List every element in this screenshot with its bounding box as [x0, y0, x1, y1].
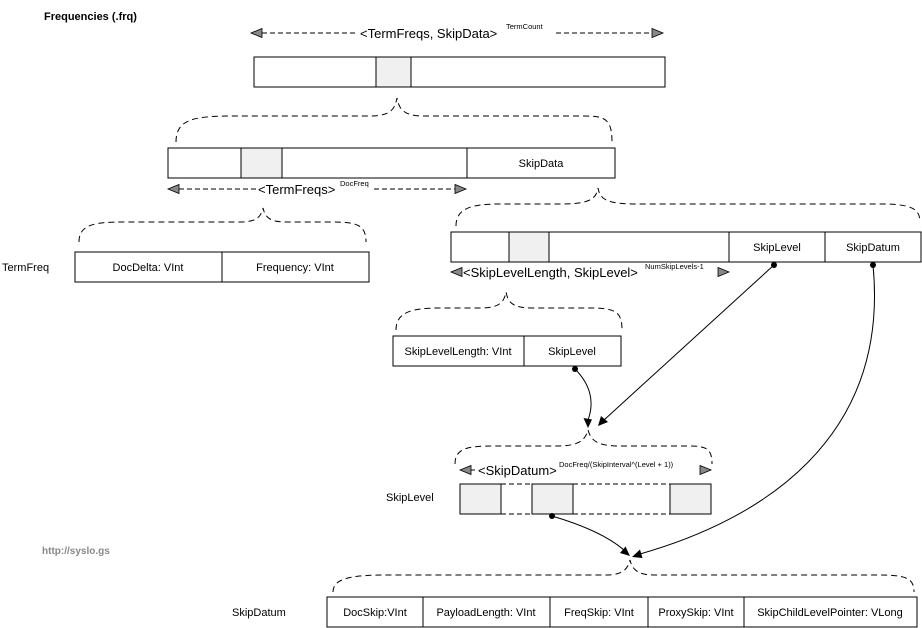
expand-brace-termfreq [78, 207, 367, 243]
frequency-field: Frequency: VInt [256, 262, 334, 274]
skipdatum-block-2 [531, 483, 574, 515]
termfreqs-dimension-label: <TermFreqs> [258, 182, 335, 197]
skipdatum-cell-label: SkipDatum [846, 242, 900, 254]
source-url: http://syslo.gs [42, 546, 110, 557]
arrow-right-icon [717, 266, 731, 278]
arrow-left-icon [249, 27, 263, 39]
arrow-down-icon [620, 546, 630, 556]
termfreqs-dimension-superscript: DocFreq [340, 179, 369, 188]
arrow-left-icon [458, 464, 472, 476]
arrow-right-icon [699, 464, 713, 476]
expand-brace-skiplevel-struct [395, 291, 623, 331]
skipdatum-dimension: <SkipDatum> DocFreq/(SkipInterval^(Level… [458, 460, 713, 478]
arrow-down-icon [632, 549, 643, 558]
skiplevel-connectors [572, 262, 777, 428]
termfreq-row-label: TermFreq [2, 262, 49, 274]
freqskip-field: FreqSkip: VInt [564, 607, 634, 619]
connector-skiplevel-struct [574, 368, 592, 421]
expand-brace-skipdata [455, 187, 921, 227]
skiplevel-record [459, 483, 712, 515]
expand-brace-skiplevel [454, 428, 713, 465]
skipdatum-dimension-label: <SkipDatum> [478, 463, 557, 478]
skipdatum-dimension-superscript: DocFreq/(SkipInterval^(Level + 1)) [559, 460, 674, 469]
skiplevel-struct-record: SkipLevelLength: VInt SkipLevel [392, 335, 622, 367]
diagram-title: Frequencies (.frq) [44, 11, 137, 23]
top-dimension-superscript: TermCount [506, 22, 544, 31]
proxyskip-field: ProxySkip: VInt [658, 607, 733, 619]
skiplevel-field: SkipLevel [548, 346, 596, 358]
skipdatum-record: DocSkip:VInt PayloadLength: VInt FreqSki… [326, 596, 918, 628]
skiplevellength-dimension-label: <SkipLevelLength, SkipLevel> [463, 265, 638, 280]
term-record-outline [253, 56, 666, 88]
arrow-down-icon [598, 416, 608, 426]
docskip-field: DocSkip:VInt [343, 607, 407, 619]
arrow-down-icon [583, 418, 592, 428]
expand-brace-1 [175, 97, 613, 143]
termfreqs-dimension: <TermFreqs> DocFreq [166, 179, 468, 197]
arrow-left-icon [166, 183, 180, 195]
skipdatum-block-3 [669, 483, 712, 515]
arrow-left-icon [449, 266, 463, 278]
skipdatum-block-1 [459, 483, 502, 515]
top-dimension: <TermFreqs, SkipData> TermCount [249, 22, 665, 41]
arrow-right-icon [651, 27, 665, 39]
skiplevel-cell-label: SkipLevel [753, 242, 801, 254]
row2-highlight [240, 147, 283, 179]
connector-skipdatum-cell [639, 264, 875, 555]
skipchildlevelpointer-field: SkipChildLevelPointer: VLong [757, 607, 903, 619]
skiplevellength-field: SkipLevelLength: VInt [404, 346, 511, 358]
skipdatum-connectors [549, 262, 876, 558]
skiplevel-struct-outline [392, 335, 622, 367]
connector-skiplevel-block [551, 515, 625, 551]
skiplevel-row-label: SkipLevel [386, 492, 434, 504]
skipdata-highlight [508, 231, 550, 263]
termfreq-record: DocDelta: VInt Frequency: VInt [74, 251, 370, 283]
skipdata-cell-label: SkipData [519, 158, 565, 170]
term-record-highlight [375, 56, 412, 88]
skiplevellength-dimension: <SkipLevelLength, SkipLevel> NumSkipLeve… [449, 262, 731, 280]
payloadlength-field: PayloadLength: VInt [436, 607, 535, 619]
term-record-box [253, 56, 666, 88]
connector-skiplevel-cell [603, 264, 775, 421]
expand-brace-skipdatum [332, 559, 915, 593]
arrow-right-icon [454, 183, 468, 195]
skiplevellength-dimension-superscript: NumSkipLevels-1 [645, 262, 704, 271]
termfreqs-skipdata-row: SkipData [167, 147, 616, 179]
skipdatum-row-label: SkipDatum [232, 607, 286, 619]
skipdatum-outline [326, 596, 918, 628]
docdelta-field: DocDelta: VInt [113, 262, 184, 274]
top-dimension-label: <TermFreqs, SkipData> [360, 26, 497, 41]
skipdata-record: SkipLevel SkipDatum [450, 231, 922, 263]
